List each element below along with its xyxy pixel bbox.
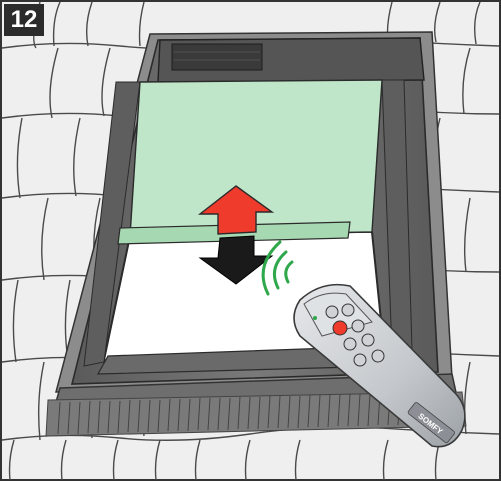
solar-panel <box>172 44 262 70</box>
remote-up-button <box>333 321 347 335</box>
step-number-badge: 12 <box>4 4 44 36</box>
